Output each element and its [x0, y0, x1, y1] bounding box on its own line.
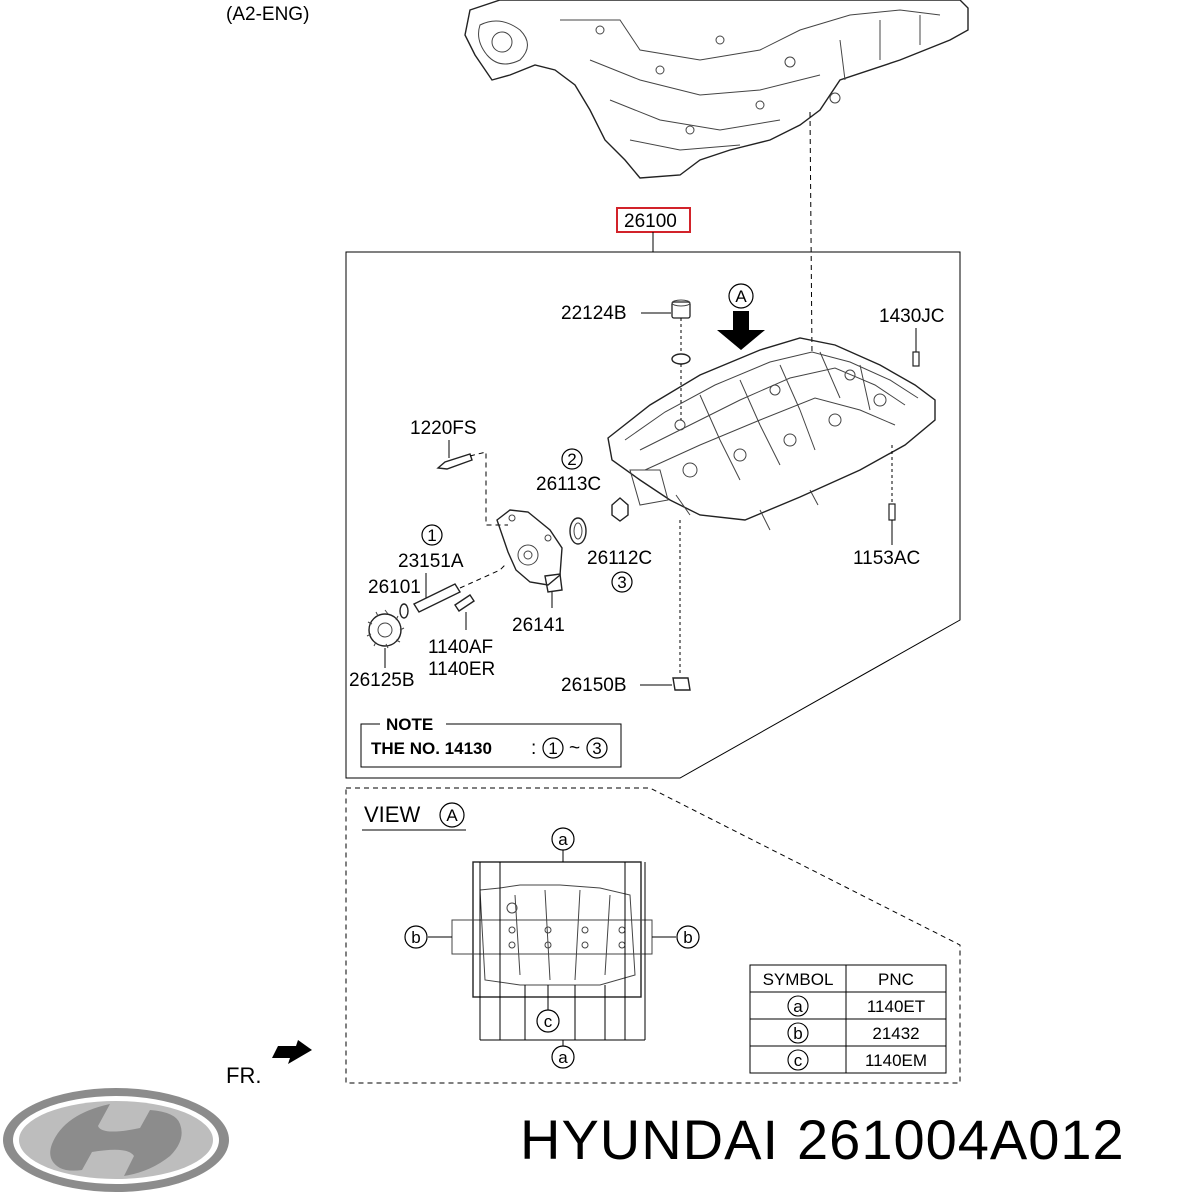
oil-pump-drawing [496, 509, 563, 593]
ref-marker-3 [611, 571, 633, 593]
callout-26150b: 26150B [561, 675, 627, 696]
gasket-part [569, 517, 587, 545]
view-frame [345, 787, 961, 1084]
view-marker: A [446, 806, 458, 825]
assembly-frame [345, 251, 961, 779]
down-arrow-icon [717, 311, 765, 350]
part-number: 261004A012 [797, 1108, 1125, 1171]
note-title: NOTE [386, 715, 433, 734]
svg-text:A: A [735, 287, 747, 306]
note-range-end: 3 [592, 739, 601, 758]
bolt-part [436, 453, 473, 470]
view-title: VIEW [364, 802, 420, 827]
brand-name: HYUNDAI [520, 1108, 780, 1171]
engine-code-label: (A2-ENG) [226, 4, 309, 25]
seal-part [672, 677, 691, 691]
main-part-number: 26100 [624, 211, 677, 232]
callout-26101: 26101 [368, 577, 421, 598]
callout-1220fs: 1220FS [410, 418, 477, 439]
callout-1430jc: 1430JC [879, 306, 945, 327]
callout-26125b: 26125B [349, 670, 415, 691]
callout-1140er: 1140ER [428, 659, 495, 680]
view-label-left: b [411, 928, 420, 947]
svg-text::: : [531, 738, 536, 759]
table-header-pnc: PNC [878, 970, 914, 989]
table-row-pnc: 21432 [872, 1024, 919, 1043]
table-row-pnc: 1140EM [865, 1051, 927, 1070]
callout-26112c: 26112C [587, 548, 652, 569]
note-box: NOTE THE NO. 14130 : 1 ~ 3 [360, 715, 622, 768]
pin-part [912, 351, 920, 367]
callout-26141: 26141 [512, 615, 565, 636]
front-arrow-icon [272, 1040, 312, 1064]
o-ring-part [671, 353, 691, 365]
fitting-part [611, 497, 629, 522]
hyundai-logo [3, 1088, 229, 1192]
svg-text:2: 2 [567, 450, 576, 469]
front-direction-label: FR. [226, 1063, 261, 1088]
view-label-right: b [683, 928, 692, 947]
callout-26113c: 26113C [536, 474, 601, 495]
sprocket-drawing [366, 609, 405, 649]
table-row-symbol: c [794, 1051, 803, 1070]
svg-text:1: 1 [427, 526, 436, 545]
svg-text:3: 3 [617, 573, 626, 592]
view-label-top: a [558, 830, 568, 849]
view-label-bottom-inner: c [544, 1012, 553, 1031]
callout-1140af: 1140AF [428, 637, 493, 658]
svg-text:~: ~ [569, 738, 580, 759]
pin-part-2 [888, 503, 896, 521]
shaft-part [412, 583, 462, 613]
dowel-pin-part [671, 301, 691, 319]
alignment-line [809, 111, 813, 356]
view-label-bottom: a [558, 1048, 568, 1067]
washer-part [399, 603, 409, 619]
engine-block-drawing [464, 0, 969, 179]
ladder-frame-drawing [607, 337, 936, 531]
callout-1153ac: 1153AC [853, 548, 920, 569]
table-row-symbol: b [793, 1024, 802, 1043]
callout-22124b: 22124B [561, 303, 627, 324]
footer-brand-line: HYUNDAI 261004A012 [520, 1108, 1143, 1172]
ref-marker-1 [421, 524, 443, 546]
view-a-marker [728, 283, 754, 309]
ref-marker-2 [561, 448, 583, 470]
table-row-pnc: 1140ET [867, 997, 925, 1016]
note-text: THE NO. 14130 [371, 739, 492, 758]
table-row-symbol: a [793, 997, 803, 1016]
view-a-plan-drawing [428, 848, 676, 1046]
symbol-table: SYMBOL PNC a 1140ET b 21432 c 1140EM [749, 964, 947, 1074]
note-range-start: 1 [548, 739, 557, 758]
table-header-symbol: SYMBOL [763, 970, 834, 989]
callout-23151a: 23151A [398, 551, 464, 572]
